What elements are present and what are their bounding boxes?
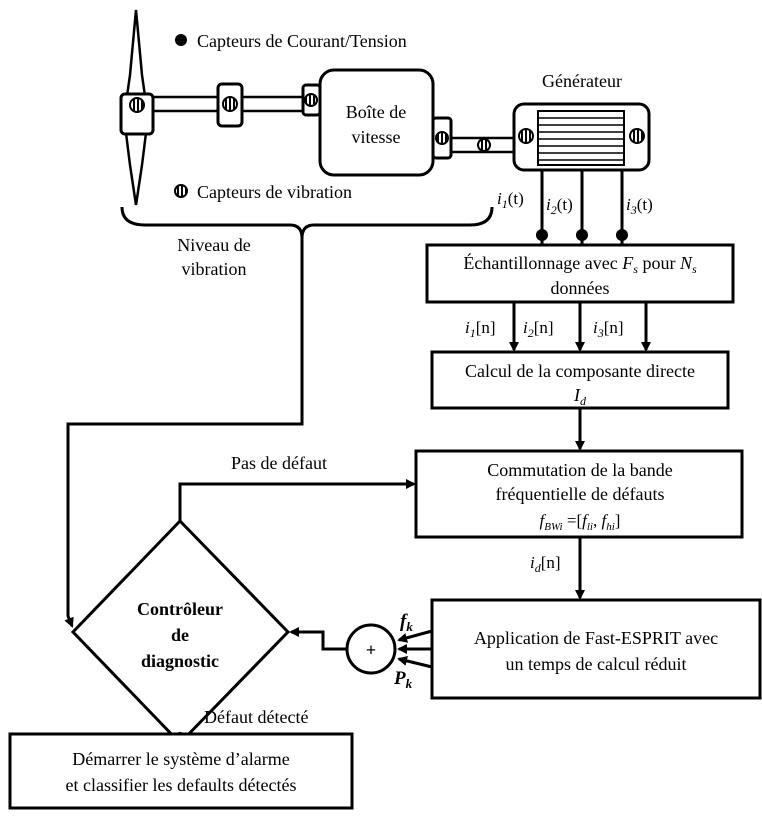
gearbox-label-line2: vitesse xyxy=(352,127,401,147)
no-fault-label: Pas de défaut xyxy=(231,453,327,473)
sampling-line2: données xyxy=(551,278,610,298)
sampled-signal-arrows xyxy=(509,302,651,352)
sampling-line1: Échantillonnage avec Fs pour Ns xyxy=(463,252,697,276)
esprit-line2: un temps de calcul réduit xyxy=(506,654,687,674)
signal-i2n: i2[n] xyxy=(523,318,554,340)
legend-vibration-sensors: Capteurs de vibration xyxy=(197,182,352,202)
generator-label: Générateur xyxy=(542,71,622,91)
signal-i1t: i1(t) xyxy=(497,189,524,211)
band-switch-block: Commutation de la bande fréquentielle de… xyxy=(414,449,744,539)
vibration-sensor-icon xyxy=(174,184,188,198)
shaft-vibration-sensor xyxy=(477,138,491,152)
phase-wires xyxy=(536,170,628,245)
arrow-to-controller xyxy=(289,627,347,651)
direct-component-block: Calcul de la composante directe Id xyxy=(430,350,730,410)
legend-current-sensors: Capteurs de Courant/Tension xyxy=(197,31,407,51)
sampling-block: Échantillonnage avec Fs pour Ns données xyxy=(425,243,735,304)
direct-component-line2: Id xyxy=(573,385,587,408)
gearbox-label-line1: Boîte de xyxy=(346,102,407,122)
vibration-level-to-controller xyxy=(64,238,304,628)
fault-detected-label: Défaut détecté xyxy=(204,707,308,727)
alarm-line2: et classifier les defaults détectés xyxy=(66,775,297,795)
alarm-line1: Démarrer le système d’alarme xyxy=(72,749,289,769)
signal-i2t: i2(t) xyxy=(546,195,573,217)
esprit-block: Application de Fast-ESPRIT avec un temps… xyxy=(430,598,762,700)
current-sensor-icon xyxy=(175,34,187,46)
vibration-level-brace: Niveau de vibration xyxy=(120,206,494,279)
output-fk: fk xyxy=(400,611,413,634)
generator: Générateur xyxy=(512,71,651,172)
vibration-level-line2: vibration xyxy=(182,259,247,279)
no-fault-path xyxy=(178,479,416,521)
vibration-level-line1: Niveau de xyxy=(177,235,250,255)
band-switch-line1: Commutation de la bande xyxy=(487,460,672,480)
signal-i1n: i1[n] xyxy=(465,318,496,340)
shaft-bearing xyxy=(216,82,244,128)
legend: Capteurs de Courant/Tension Capteurs de … xyxy=(174,31,407,202)
esprit-line1: Application de Fast-ESPRIT avec xyxy=(474,628,718,648)
summing-junction-sign: + xyxy=(366,640,376,660)
summing-junction: + xyxy=(345,623,397,675)
controller-line2: de xyxy=(171,625,189,645)
band-switch-formula: fBWi =[fli, fhi] xyxy=(540,511,621,533)
controller-line3: diagnostic xyxy=(141,651,219,671)
signal-i3t: i3(t) xyxy=(626,195,653,217)
gearbox-input-flange xyxy=(301,83,322,117)
alarm-block: Démarrer le système d’alarme et classifi… xyxy=(8,732,354,810)
output-pk: Pk xyxy=(393,668,413,691)
controller-line1: Contrôleur xyxy=(137,599,223,619)
rotor-hub xyxy=(119,92,155,136)
band-switch-line2: fréquentielle de défauts xyxy=(496,484,665,504)
esprit-outputs xyxy=(397,629,433,669)
gearbox-output-flange xyxy=(431,116,453,160)
direct-component-line1: Calcul de la composante directe xyxy=(465,361,695,381)
signal-idn: id[n] xyxy=(530,553,561,575)
gearbox: Boîte de vitesse xyxy=(318,68,435,177)
signal-i3n: i3[n] xyxy=(593,318,624,340)
